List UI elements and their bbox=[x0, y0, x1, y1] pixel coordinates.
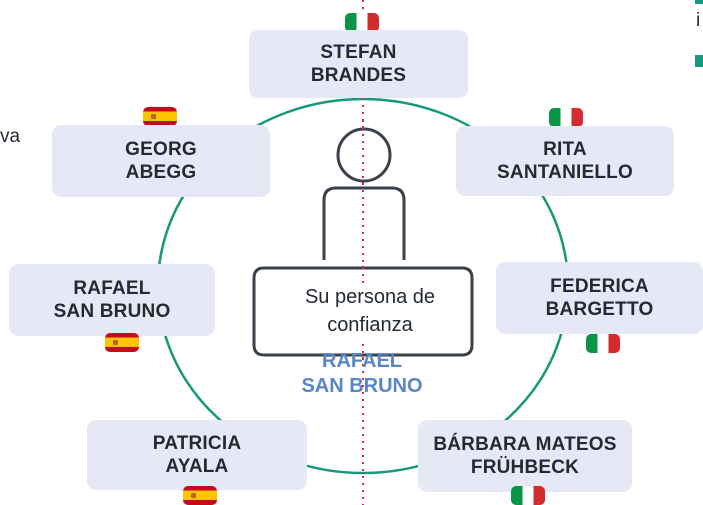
person-name-line1: BÁRBARA MATEOS bbox=[433, 434, 617, 455]
trust-person-name: RAFAEL SAN BRUNO bbox=[262, 349, 462, 399]
trust-person-label: Su persona de confianza bbox=[278, 283, 462, 339]
person-name-line1: GEORG bbox=[125, 139, 197, 160]
spain-flag-icon bbox=[183, 486, 217, 505]
person-card-georg: GEORG ABEGG bbox=[52, 125, 270, 197]
legend-marker-top bbox=[695, 0, 703, 4]
spain-flag-icon bbox=[143, 107, 177, 126]
trust-name-line1: RAFAEL bbox=[322, 350, 402, 372]
person-card-rita: RITA SANTANIELLO bbox=[456, 126, 674, 196]
person-name-line2: SAN BRUNO bbox=[53, 301, 171, 322]
person-name-line2: SANTANIELLO bbox=[497, 162, 633, 183]
trust-label-line2: confianza bbox=[327, 314, 413, 336]
person-card-stefan: STEFAN BRANDES bbox=[249, 30, 468, 98]
person-card-barbara: BÁRBARA MATEOS FRÜHBECK bbox=[418, 420, 632, 492]
person-name-line1: FEDERICA bbox=[550, 276, 649, 297]
person-name-line1: STEFAN bbox=[320, 42, 397, 63]
person-name-line2: FRÜHBECK bbox=[470, 457, 580, 478]
person-card-rafael: RAFAEL SAN BRUNO bbox=[9, 264, 215, 336]
person-name-line1: RAFAEL bbox=[73, 278, 151, 299]
legend-marker bbox=[695, 55, 703, 67]
italy-flag-icon bbox=[511, 486, 545, 505]
italy-flag-icon bbox=[549, 108, 583, 127]
person-card-patricia: PATRICIA AYALA bbox=[87, 420, 307, 490]
trust-label-line1: Su persona de bbox=[304, 286, 436, 308]
spain-flag-icon bbox=[105, 333, 139, 352]
person-name-line1: RITA bbox=[543, 139, 587, 160]
person-name-line2: BARGETTO bbox=[545, 299, 654, 320]
clipped-text-left: va bbox=[0, 126, 21, 147]
person-name-line2: ABEGG bbox=[125, 162, 197, 183]
person-card-federica: FEDERICA BARGETTO bbox=[496, 262, 703, 334]
clipped-text-top-right: i bbox=[696, 10, 701, 31]
trust-name-line2: SAN BRUNO bbox=[301, 375, 423, 397]
italy-flag-icon bbox=[345, 13, 379, 32]
person-name-line2: AYALA bbox=[165, 456, 229, 477]
person-name-line1: PATRICIA bbox=[152, 433, 242, 454]
italy-flag-icon bbox=[586, 334, 620, 353]
person-name-line2: BRANDES bbox=[310, 65, 407, 86]
